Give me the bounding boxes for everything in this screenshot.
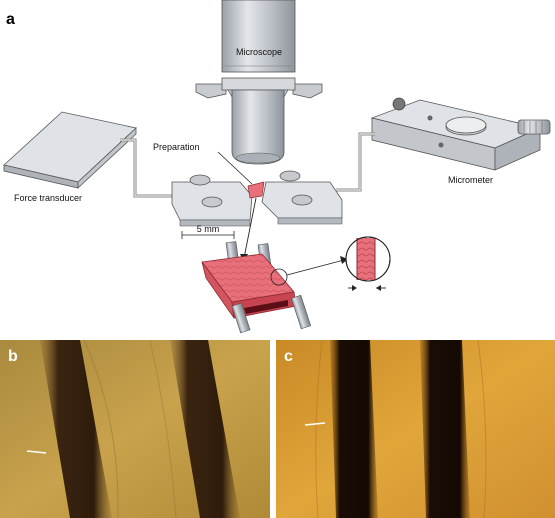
marker-c [304,422,326,426]
fiber-b-right [170,340,240,518]
fiber-c-left [330,340,378,518]
microscope-label: Microscope [236,47,282,57]
scale-label: 5 mm [197,224,220,234]
microscope-body [221,0,296,73]
panel-b-letter: b [8,348,18,365]
micrometer: Micrometer [336,97,551,192]
microscope-objective [231,89,285,165]
panel-c-letter: c [284,348,293,365]
force-transducer-label: Force transducer [14,193,82,203]
panel-c: c [276,339,555,518]
fiber-c-right [420,340,470,518]
scale-bar: 5 mm [181,224,235,239]
panel-a-letter: a [6,11,15,28]
microscope: Microscope [195,0,323,165]
micrometer-knob [517,119,551,135]
marker-b [26,450,47,454]
enlarged-preparation [201,241,348,334]
micrograph-c [276,340,555,518]
magnified-inset [345,236,391,291]
preparation-tissue [247,181,265,199]
panel-a: a Microscope Force transducer [3,0,551,334]
panel-b: b [0,339,270,518]
micrometer-label: Micrometer [448,175,493,185]
microscope-stage [195,83,227,99]
force-transducer: Force transducer [3,111,172,203]
fiber-b-left [40,340,112,518]
preparation-label: Preparation [153,142,200,152]
clamp-assembly: Preparation 5 mm [153,142,343,262]
